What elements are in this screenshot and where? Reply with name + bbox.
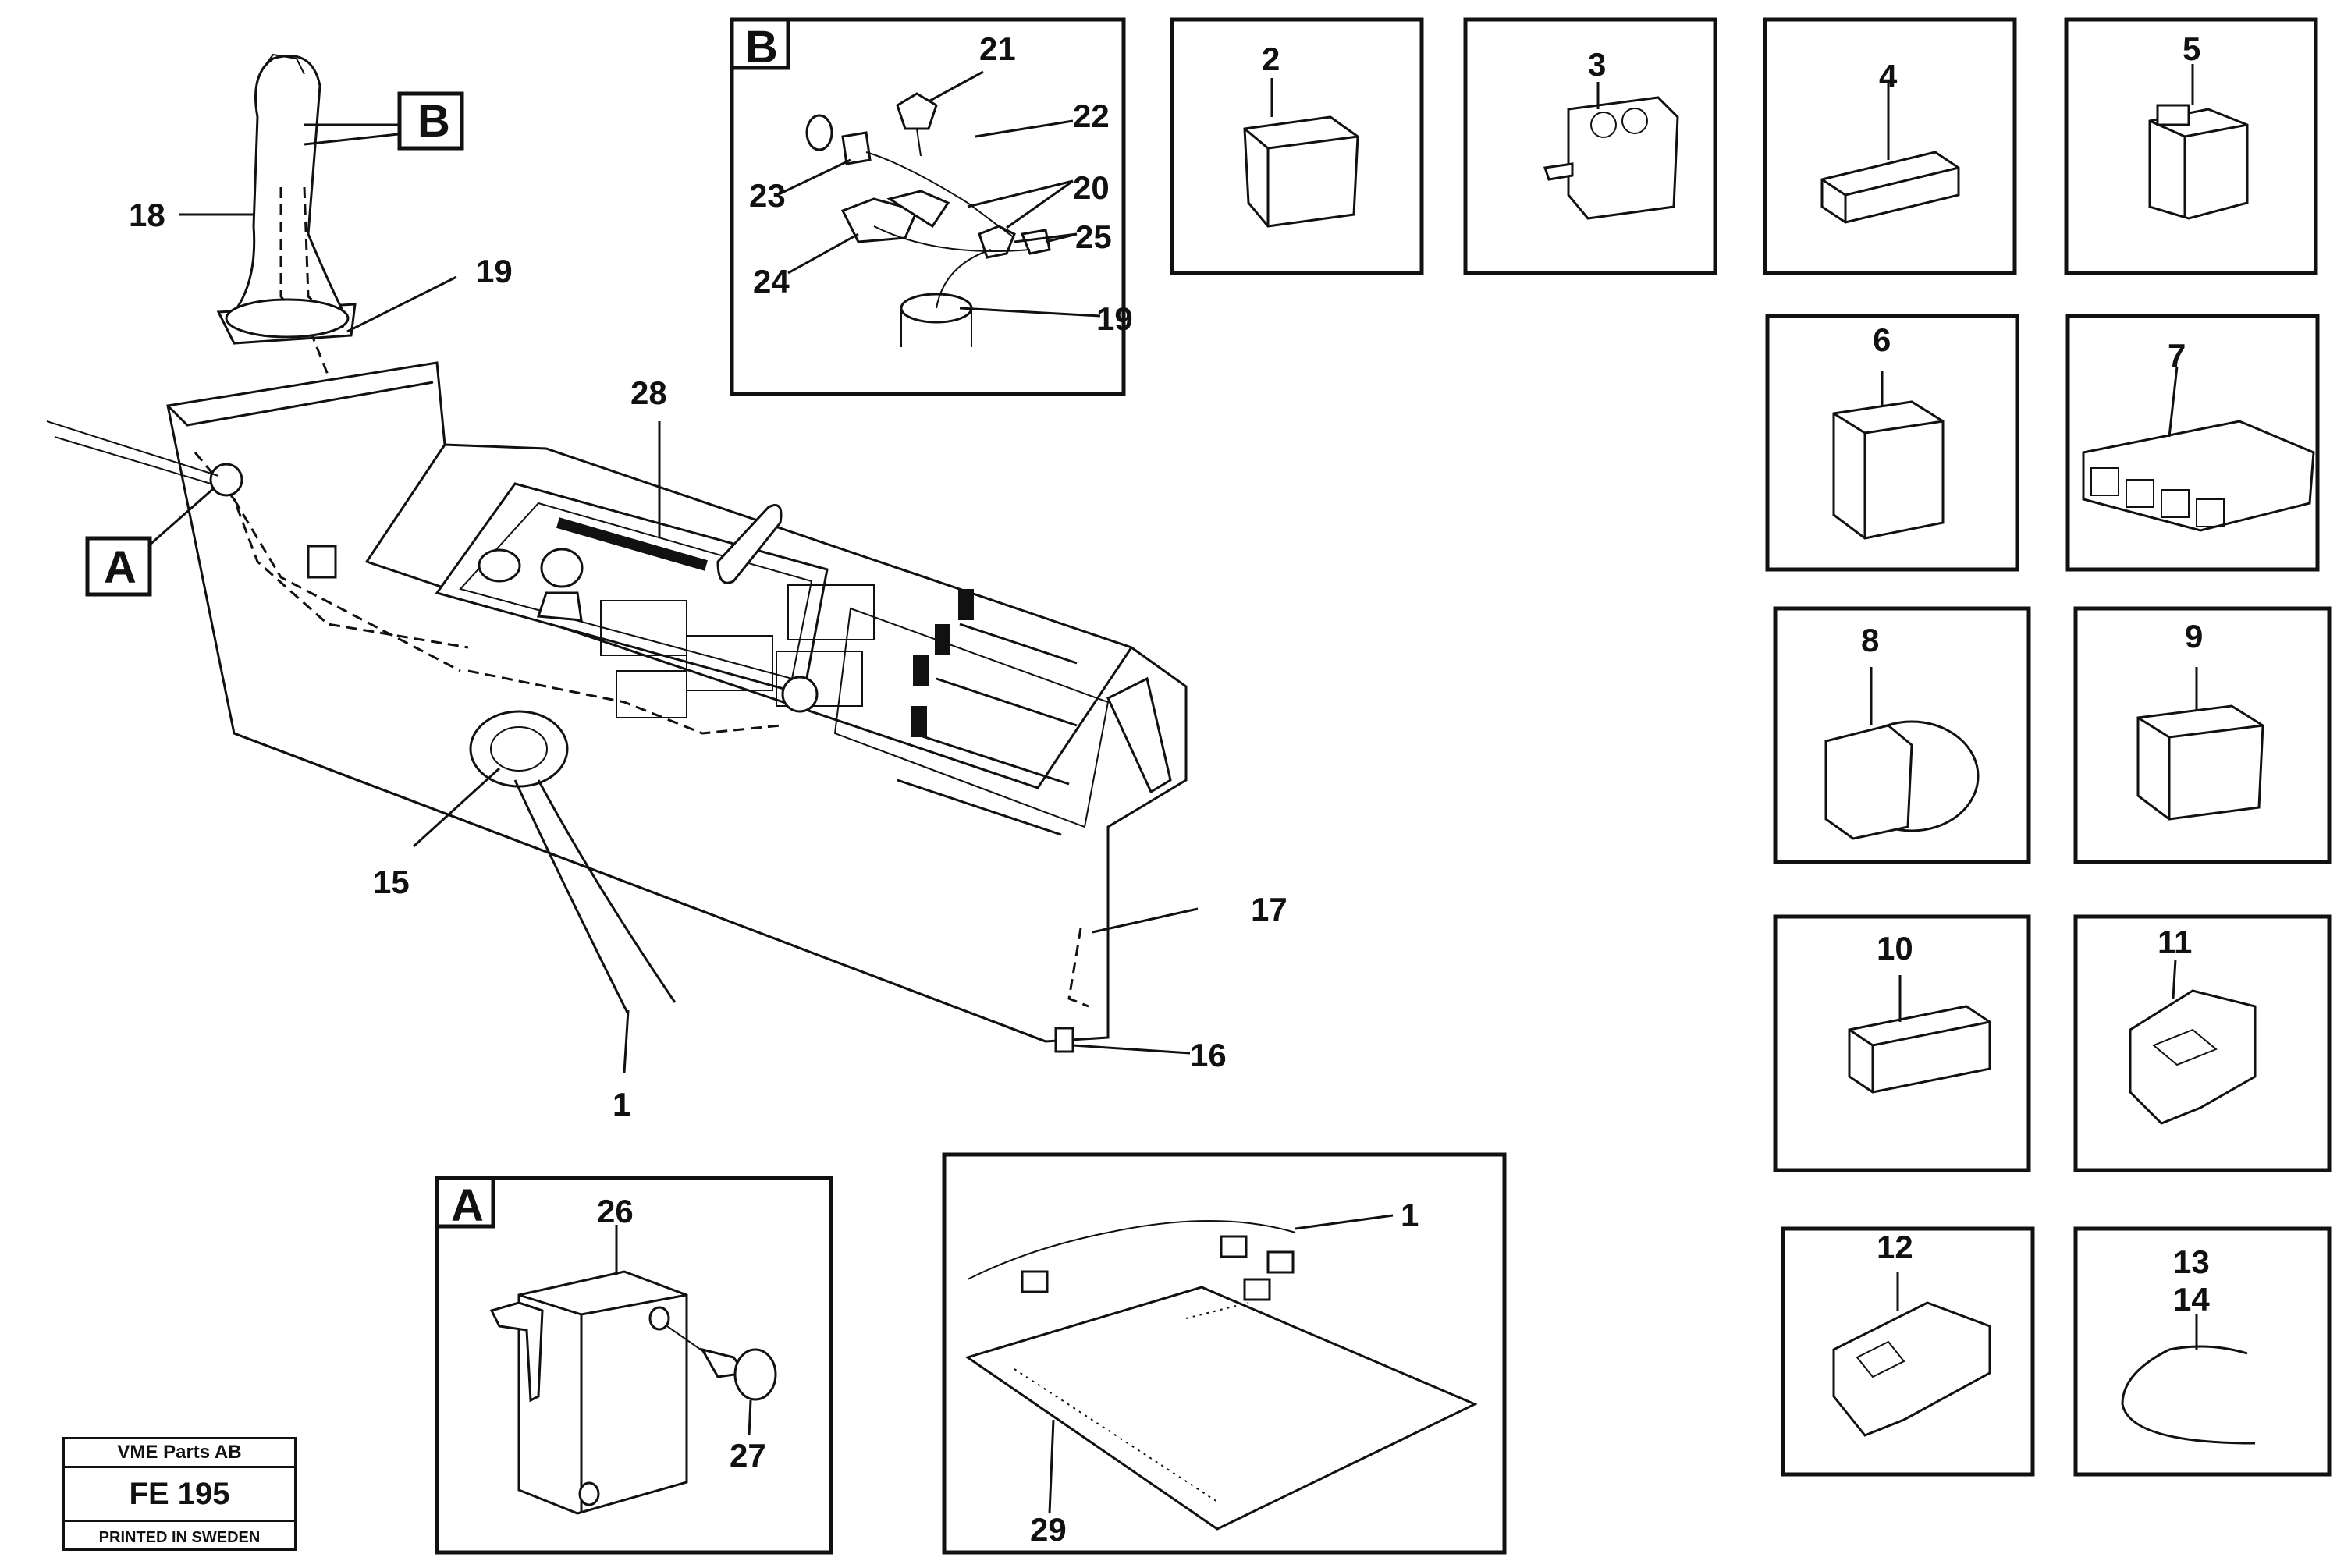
callout-6: 6 xyxy=(1873,321,1891,358)
callout-25: 25 xyxy=(1075,218,1112,255)
callout-26: 26 xyxy=(597,1193,634,1229)
callout-9: 9 xyxy=(2185,618,2203,655)
title-block: VME Parts AB FE 195 PRINTED IN SWEDEN xyxy=(62,1437,297,1551)
callout-16: 16 xyxy=(1190,1037,1227,1073)
detail-tag-b-box: B xyxy=(745,22,778,73)
callout-1: 1 xyxy=(613,1086,630,1123)
callout-23: 23 xyxy=(749,177,786,214)
callout-13: 13 xyxy=(2173,1243,2210,1280)
lever-bank xyxy=(833,589,1172,836)
title-figure-number: FE 195 xyxy=(65,1468,294,1522)
control-console xyxy=(46,53,1188,1053)
detail-tag-a-box: A xyxy=(451,1180,484,1231)
connector-grid xyxy=(1170,17,2332,1477)
callout-17: 17 xyxy=(1251,891,1287,928)
callout-21: 21 xyxy=(979,30,1016,67)
callout-15: 15 xyxy=(373,864,410,900)
callout-7: 7 xyxy=(2168,337,2186,374)
callout-19-detail: 19 xyxy=(1096,300,1133,337)
callout-28: 28 xyxy=(630,374,667,411)
detail-a xyxy=(435,1176,833,1555)
callout-24: 24 xyxy=(753,263,790,300)
callout-8: 8 xyxy=(1861,622,1879,658)
title-footer: PRINTED IN SWEDEN xyxy=(98,1529,261,1546)
detail-tag-b-main: B xyxy=(417,96,450,147)
detail-tag-a-main: A xyxy=(104,542,137,593)
callout-18: 18 xyxy=(129,197,165,233)
callout-5: 5 xyxy=(2183,30,2200,67)
callout-4: 4 xyxy=(1879,58,1898,94)
title-company: VME Parts AB xyxy=(65,1439,294,1468)
callout-20: 20 xyxy=(1073,169,1110,206)
callout-14: 14 xyxy=(2173,1281,2210,1318)
callout-3: 3 xyxy=(1588,46,1606,83)
callout-10: 10 xyxy=(1877,930,1913,967)
callout-2: 2 xyxy=(1262,41,1280,77)
callout-12: 12 xyxy=(1877,1229,1913,1265)
detail-b xyxy=(730,17,1126,396)
callout-29: 29 xyxy=(1030,1511,1067,1548)
joystick xyxy=(216,53,357,375)
callout-27: 27 xyxy=(730,1437,766,1474)
pcb-detail xyxy=(942,1152,1507,1555)
callout-11: 11 xyxy=(2158,924,2192,960)
callout-1-pcb: 1 xyxy=(1401,1197,1419,1233)
callout-19: 19 xyxy=(476,253,513,289)
callout-22: 22 xyxy=(1073,98,1110,134)
